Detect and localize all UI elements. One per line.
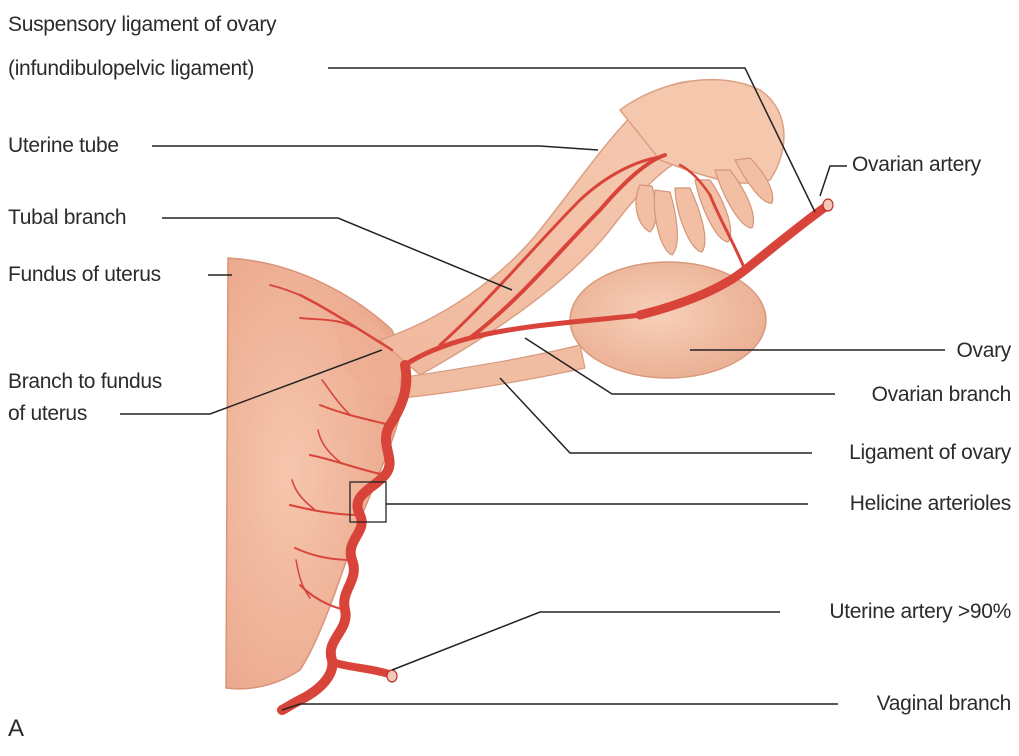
leader-uterine-artery <box>392 612 780 670</box>
label-fundus-of-uterus: Fundus of uterus <box>8 262 161 288</box>
label-branch-to-fundus-2: of uterus <box>8 401 87 427</box>
leader-ligament-ovary <box>500 378 812 453</box>
label-vaginal-branch: Vaginal branch <box>877 691 1011 717</box>
label-infundibulopelvic-ligament: (infundibulopelvic ligament) <box>8 56 254 82</box>
label-branch-to-fundus: Branch to fundus <box>8 369 162 395</box>
ovarian-artery-cut-end <box>823 199 833 211</box>
label-helicine-arterioles: Helicine arterioles <box>850 491 1011 517</box>
label-ligament-of-ovary: Ligament of ovary <box>849 440 1011 466</box>
label-uterine-artery: Uterine artery >90% <box>829 599 1011 625</box>
leader-uterine-tube <box>152 146 598 150</box>
vessel-cut-end <box>387 670 397 682</box>
leader-ovarian-artery <box>820 166 847 196</box>
vaginal-branch-vessel <box>332 662 392 675</box>
label-suspensory-ligament: Suspensory ligament of ovary <box>8 12 276 38</box>
label-uterine-tube: Uterine tube <box>8 133 119 159</box>
label-ovarian-branch: Ovarian branch <box>872 382 1011 408</box>
label-ovarian-artery: Ovarian artery <box>852 152 981 178</box>
label-tubal-branch: Tubal branch <box>8 205 126 231</box>
panel-letter: A <box>8 715 24 743</box>
leader-tubal-branch <box>162 218 512 290</box>
label-ovary: Ovary <box>956 338 1011 364</box>
leader-vaginal <box>282 704 838 710</box>
